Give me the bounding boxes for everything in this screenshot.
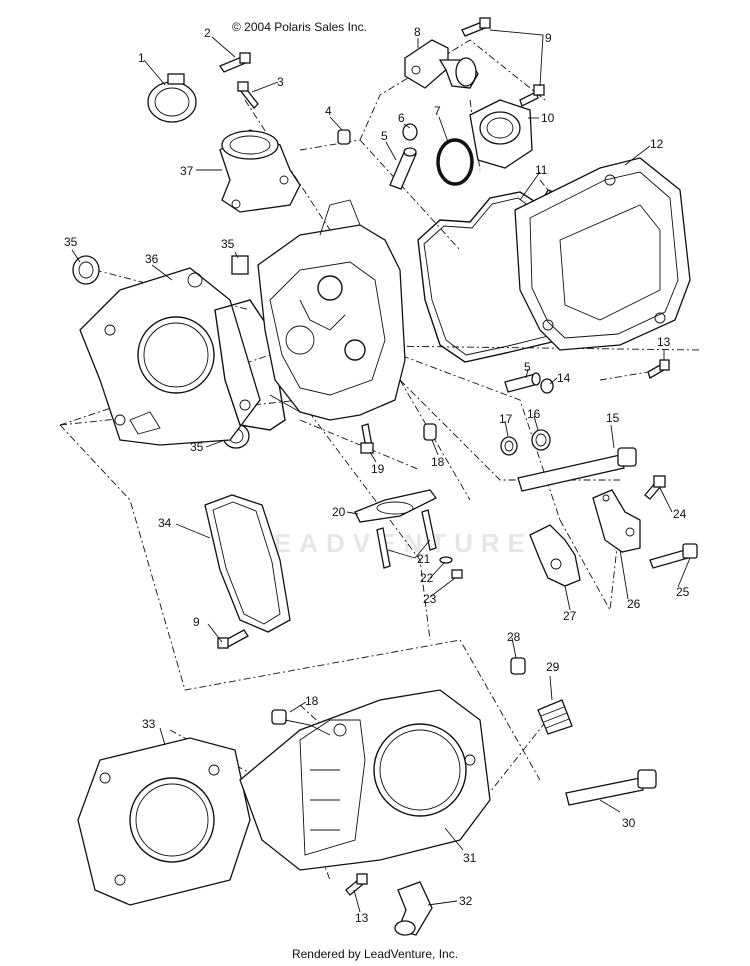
callout-31: 31 [463, 851, 477, 865]
head-gasket-part [79, 267, 261, 446]
callout-11: 11 [535, 163, 548, 177]
bolt-part-3 [237, 81, 259, 109]
callout-labels: 1 2 3 4 5 5 6 7 8 9 9 10 11 12 13 13 14 … [64, 25, 690, 925]
callout-3: 3 [277, 75, 284, 89]
cam-gasket-part [214, 299, 286, 431]
elbow-fitting-part [394, 881, 433, 936]
callout-12: 12 [650, 137, 664, 151]
clamp-part [147, 73, 197, 123]
callout-5: 5 [381, 129, 388, 143]
callout-35: 35 [64, 235, 78, 249]
callout-17: 17 [499, 412, 513, 426]
seal-part-16 [531, 429, 551, 451]
valve-guide-part-upper [389, 147, 417, 190]
callout-30: 30 [622, 816, 636, 830]
nut-part-23 [451, 569, 463, 579]
callout-24: 24 [673, 507, 687, 521]
seal-part-35 [72, 255, 250, 449]
callout-18-lower: 18 [305, 694, 319, 708]
bolt-part-13-upper [647, 359, 670, 379]
dowel-part-4 [337, 129, 351, 145]
bolt-part-25 [649, 543, 698, 569]
callout-7: 7 [434, 104, 441, 118]
callout-10: 10 [541, 111, 555, 125]
valve-cover-part [514, 157, 691, 351]
bracket-part-27 [529, 524, 581, 587]
callout-5-lower: 5 [524, 360, 531, 374]
callout-22: 22 [420, 571, 434, 585]
callout-33: 33 [142, 717, 156, 731]
callout-21: 21 [417, 552, 431, 566]
cylinder-head-part [257, 199, 406, 421]
callout-27: 27 [563, 609, 577, 623]
callout-20: 20 [332, 505, 346, 519]
callout-29: 29 [546, 660, 560, 674]
callout-16: 16 [527, 407, 541, 421]
callout-9: 9 [545, 31, 552, 45]
callout-6: 6 [398, 111, 405, 125]
seal-part-6 [402, 123, 418, 141]
bolt-part-24 [644, 475, 666, 500]
callout-35-middle: 35 [221, 237, 235, 251]
copyright-notice: © 2004 Polaris Sales Inc. [232, 20, 367, 34]
gasket-part-20 [354, 489, 437, 523]
callout-2: 2 [204, 26, 211, 40]
bolt-part-30 [565, 769, 657, 806]
thermostat-housing-part [469, 99, 533, 169]
bolt-part-15 [517, 447, 637, 492]
callout-34: 34 [158, 516, 172, 530]
base-gasket-part [77, 737, 251, 906]
stud-part-21 [376, 509, 437, 569]
callout-8: 8 [414, 25, 421, 39]
callout-13-lower: 13 [355, 911, 369, 925]
dowel-part-18-lower [271, 709, 287, 725]
callout-37: 37 [180, 164, 194, 178]
bolt-part-13-lower [345, 873, 368, 896]
callout-1: 1 [138, 51, 145, 65]
water-outlet-part [404, 39, 479, 89]
callout-26: 26 [627, 597, 641, 611]
callout-4: 4 [325, 104, 332, 118]
chain-cover-gasket-part [204, 494, 291, 633]
bolt-part-19 [360, 423, 374, 454]
callout-14: 14 [557, 371, 571, 385]
render-credit: Rendered by LeadVenture, Inc. [291, 947, 459, 961]
dowel-part-28 [510, 657, 526, 675]
seal-part-14 [540, 378, 554, 394]
dowel-part-18-upper [423, 423, 437, 441]
o-ring-part [436, 138, 474, 186]
fitting-part-29 [537, 699, 573, 735]
callout-28: 28 [507, 630, 521, 644]
bracket-part-26 [592, 489, 641, 553]
callout-32: 32 [459, 894, 473, 908]
callout-9-lower: 9 [193, 615, 200, 629]
callout-36: 36 [145, 252, 159, 266]
washer-part-22 [439, 556, 453, 564]
callout-35-lower: 35 [190, 440, 204, 454]
callout-19: 19 [371, 462, 385, 476]
callout-13: 13 [657, 335, 671, 349]
valve-guide-part-lower [504, 372, 541, 393]
callout-15: 15 [606, 411, 620, 425]
callout-25: 25 [676, 585, 690, 599]
callout-18: 18 [431, 455, 445, 469]
cylinder-part [239, 689, 491, 871]
bolt-part-9-lower [217, 629, 249, 649]
bolt-part-9-top [461, 17, 545, 107]
seal-part-17 [500, 436, 518, 456]
bolt-part-2 [219, 52, 251, 73]
leader-lines [71, 29, 691, 913]
intake-boot-part [219, 129, 301, 213]
callout-23: 23 [423, 592, 437, 606]
